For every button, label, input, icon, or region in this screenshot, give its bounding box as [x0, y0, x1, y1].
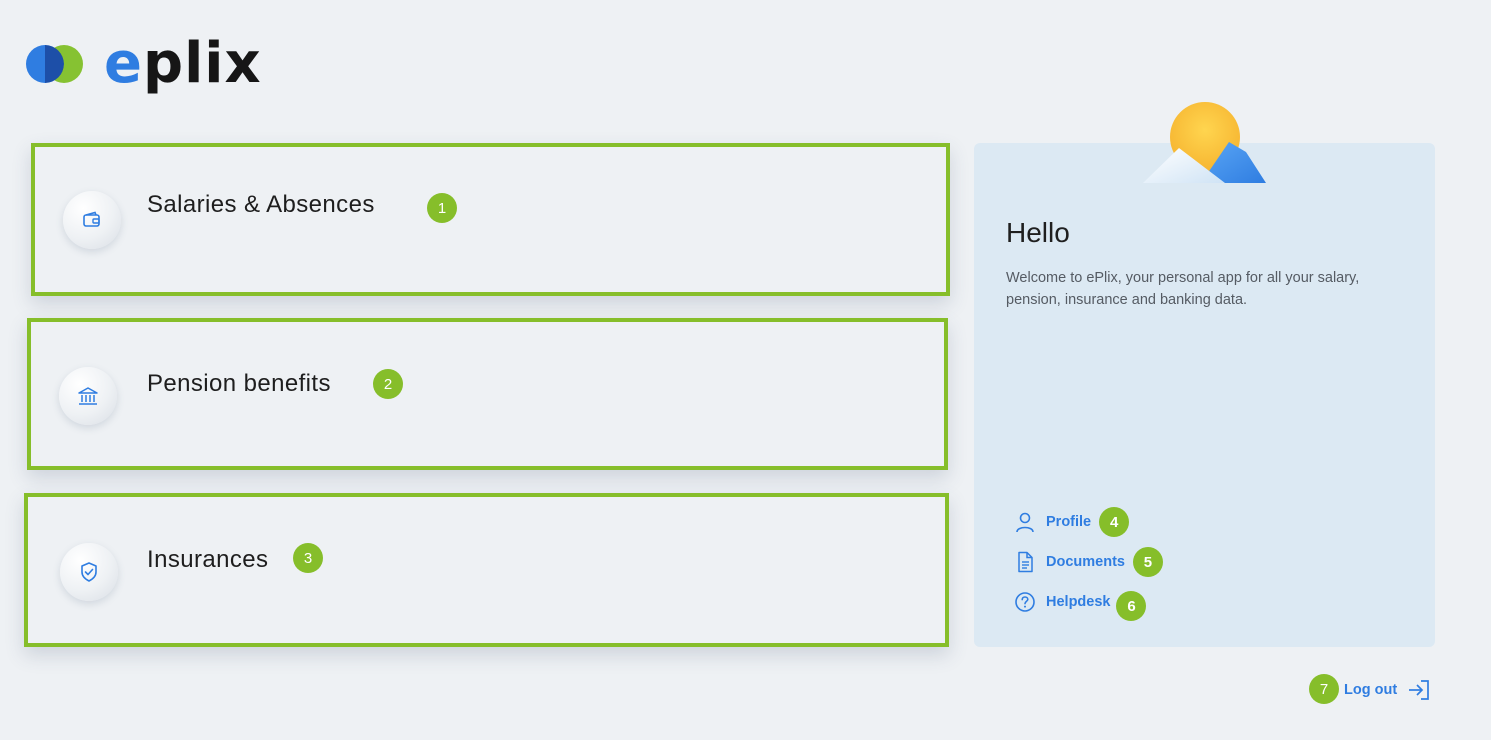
- card-title: Pension benefits: [147, 370, 331, 397]
- eplix-logo: eplix: [26, 36, 262, 92]
- step-badge: 3: [293, 543, 323, 573]
- logo-mark: [26, 42, 84, 86]
- document-icon: [1014, 551, 1036, 573]
- step-badge: 7: [1309, 674, 1339, 704]
- greeting-heading: Hello: [1006, 217, 1070, 248]
- bank-icon: [59, 367, 117, 425]
- wallet-icon: [63, 191, 121, 249]
- step-badge: 5: [1132, 547, 1163, 577]
- sun-mountain-illustration: [1143, 102, 1266, 183]
- profile-link[interactable]: Profile 4: [1014, 507, 1130, 537]
- card-pension-benefits[interactable]: Pension benefits 2: [27, 318, 948, 470]
- user-icon: [1014, 511, 1036, 533]
- step-badge: 1: [427, 193, 457, 223]
- documents-link[interactable]: Documents 5: [1014, 547, 1163, 577]
- logout-icon: [1407, 679, 1431, 701]
- help-icon: [1014, 591, 1036, 613]
- welcome-panel: Hello Welcome to ePlix, your personal ap…: [974, 143, 1435, 647]
- logo-wordmark: eplix: [104, 31, 262, 96]
- card-title: Insurances: [147, 546, 269, 573]
- welcome-text: Welcome to ePlix, your personal app for …: [1006, 270, 1360, 308]
- profile-link-label: Profile: [1046, 514, 1092, 530]
- documents-link-label: Documents: [1046, 554, 1125, 570]
- card-insurances[interactable]: Insurances 3: [24, 493, 949, 647]
- helpdesk-link[interactable]: Helpdesk 6: [1014, 587, 1147, 621]
- step-badge: 4: [1099, 507, 1130, 537]
- card-salaries-absences[interactable]: Salaries & Absences 1: [31, 143, 950, 296]
- helpdesk-link-label: Helpdesk: [1046, 594, 1111, 610]
- logout-label: Log out: [1344, 682, 1398, 698]
- logout-button[interactable]: Log out: [1344, 679, 1431, 701]
- card-title: Salaries & Absences: [147, 191, 375, 218]
- step-badge: 2: [373, 369, 403, 399]
- shield-check-icon: [60, 543, 118, 601]
- step-badge: 6: [1116, 591, 1147, 621]
